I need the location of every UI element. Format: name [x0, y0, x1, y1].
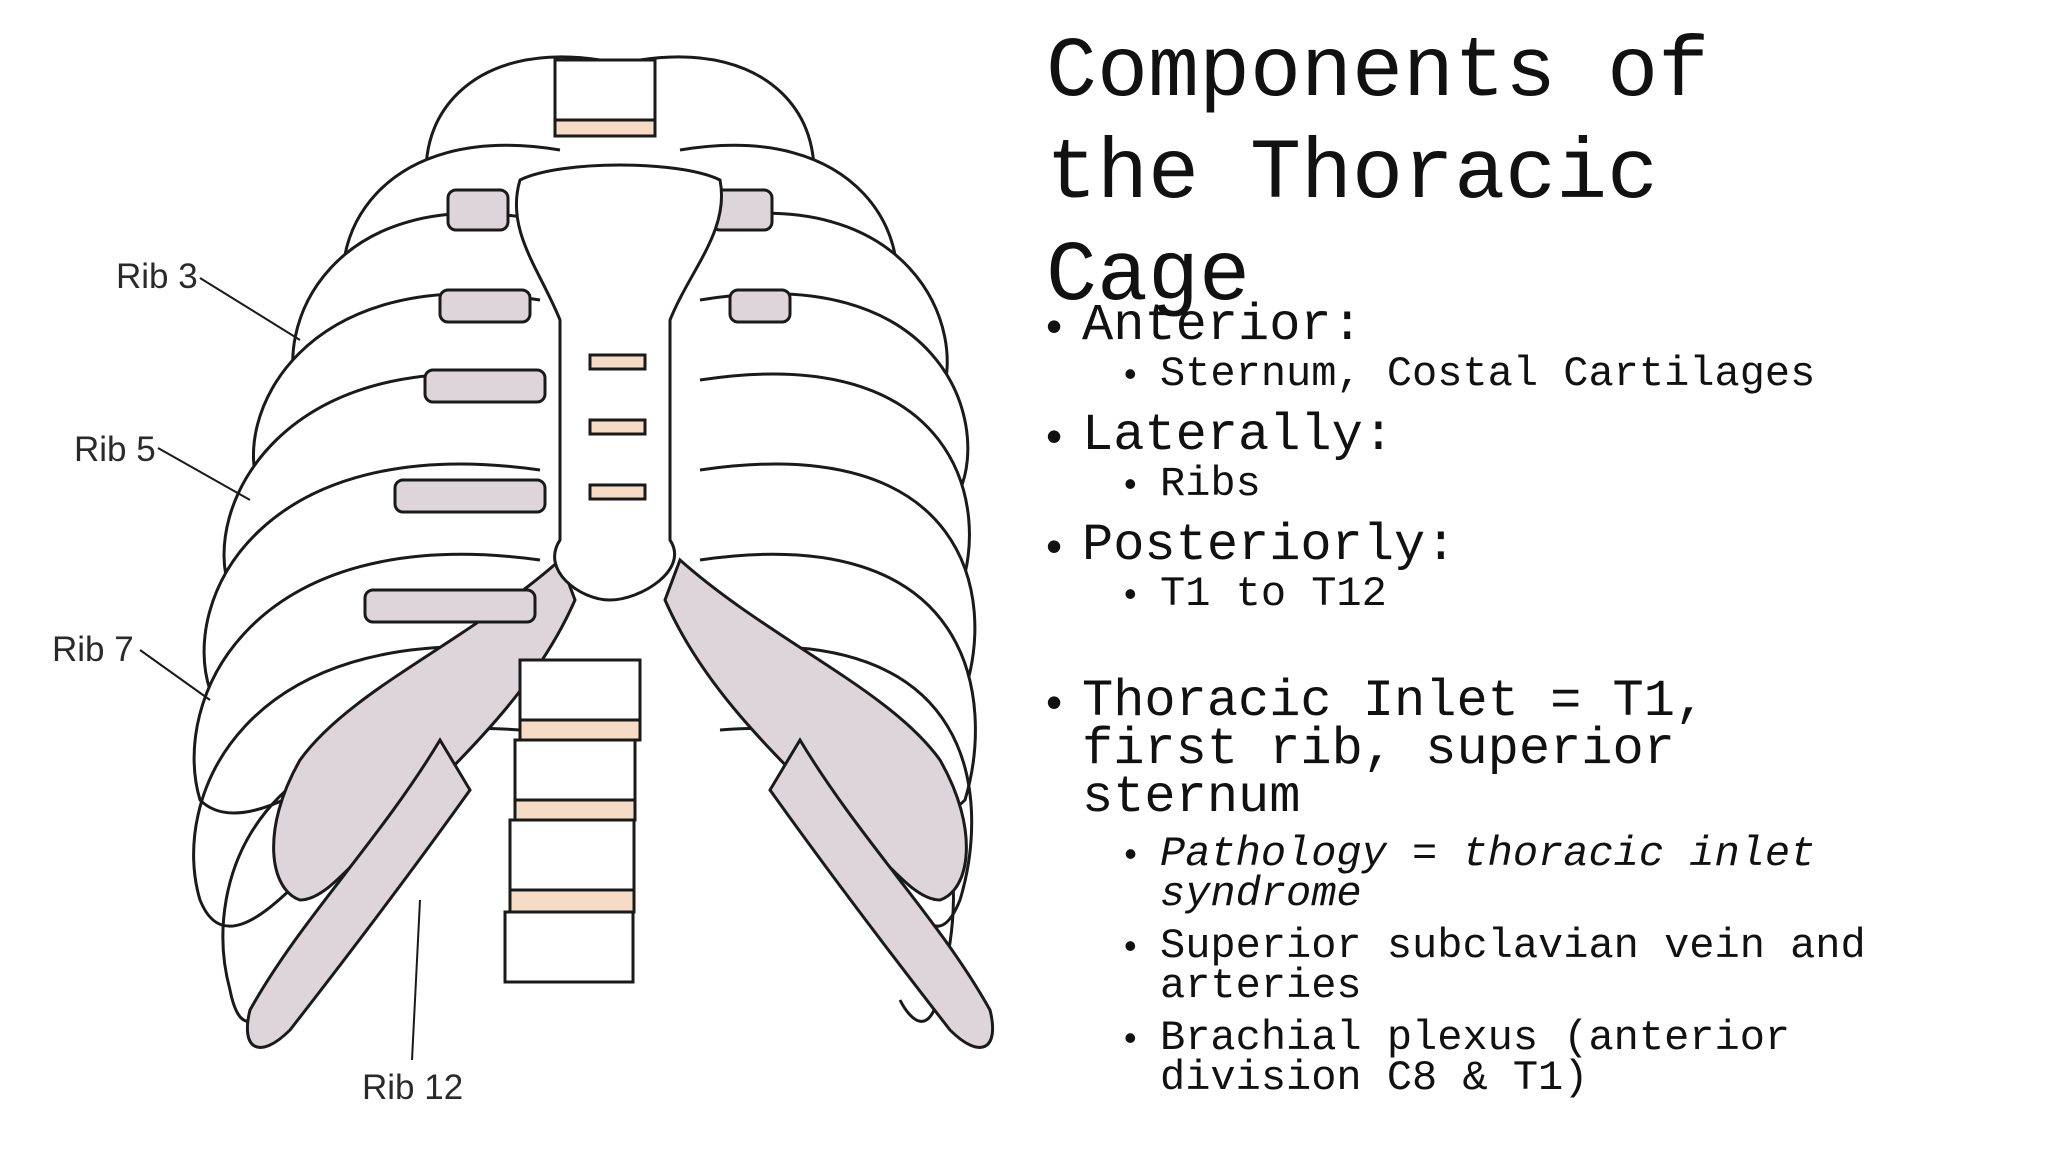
vertebra-t1 — [553, 58, 657, 122]
cartilage-left-5 — [363, 588, 537, 624]
rib-3-label: Rib 3 — [116, 257, 198, 296]
bullet-laterally-label: Laterally: — [1082, 406, 1395, 465]
disc-lower-1 — [518, 718, 642, 742]
thoracic-cage-illustration: Rib 3 Rib 5 Rib 7 Rib 12 — [0, 0, 1010, 1152]
rib-left-8 — [192, 645, 531, 928]
bullet-list: Anterior: Sternum, Costal Cartilages Lat… — [1046, 300, 2006, 1100]
sub-bullet: Ribs — [1124, 463, 2006, 505]
bullet-thoracic-inlet: Thoracic Inlet = T1, first rib, superior… — [1046, 676, 1866, 1100]
rib-5-label: Rib 5 — [74, 430, 156, 469]
sub-bullet: Superior subclavian vein and arteries — [1124, 925, 1944, 1007]
disc-lower-3 — [508, 888, 636, 914]
costal-cartilage-left — [272, 557, 577, 902]
rib-cage-drawing — [139, 55, 995, 1061]
cartilage-left-lower — [245, 737, 472, 1049]
sub-bullet: Sternum, Costal Cartilages — [1124, 353, 2006, 395]
sternal-disc-3 — [588, 483, 647, 501]
vertebra-lower-3 — [508, 818, 636, 892]
vertebra-lower-1 — [518, 658, 642, 722]
bullet-posteriorly-label: Posteriorly: — [1082, 516, 1457, 575]
vertebra-lower-4 — [503, 910, 635, 984]
cartilage-left-2 — [438, 288, 532, 324]
rib-12-label: Rib 12 — [362, 1068, 464, 1107]
sub-list-anterior: Sternum, Costal Cartilages — [1082, 353, 2006, 395]
text-column: Components of the Thoracic Cage — [1046, 22, 2006, 328]
sub-list-laterally: Ribs — [1082, 463, 2006, 505]
slide-title: Components of the Thoracic Cage — [1046, 24, 1710, 325]
disc-lower-2 — [513, 798, 637, 822]
bullet-thoracic-inlet-label: Thoracic Inlet = T1, first rib, superior… — [1082, 672, 1707, 827]
sub-list-posteriorly: T1 to T12 — [1082, 573, 2006, 615]
cartilage-right-lower — [768, 737, 995, 1049]
cartilage-left-1 — [446, 188, 510, 232]
leader-rib5 — [157, 447, 251, 501]
sternal-disc-1 — [588, 353, 647, 371]
cartilage-left-4 — [393, 478, 547, 514]
sub-bullet-pathology: Pathology = thoracic inlet syndrome — [1124, 833, 1944, 915]
disc-t1 — [553, 118, 657, 138]
sub-bullet: T1 to T12 — [1124, 573, 2006, 615]
bullet-laterally: Laterally: Ribs — [1046, 410, 2006, 506]
cartilage-left-3 — [423, 368, 547, 404]
sub-list-inlet: Pathology = thoracic inlet syndrome Supe… — [1082, 833, 1944, 1099]
costal-cartilage-right — [663, 557, 968, 902]
vertebra-lower-2 — [513, 738, 637, 802]
rib-7-label: Rib 7 — [52, 630, 134, 669]
bullet-anterior: Anterior: Sternum, Costal Cartilages — [1046, 300, 2006, 396]
sternum — [514, 163, 723, 602]
sternal-disc-2 — [588, 418, 647, 436]
bullet-posteriorly: Posteriorly: T1 to T12 — [1046, 520, 2006, 616]
leader-rib12 — [411, 899, 421, 1061]
leader-rib7 — [139, 649, 211, 701]
bullet-anterior-label: Anterior: — [1082, 296, 1363, 355]
cartilage-right-2 — [728, 288, 792, 324]
sub-bullet: Brachial plexus (anterior division C8 & … — [1124, 1017, 1944, 1099]
leader-rib3 — [199, 277, 301, 341]
